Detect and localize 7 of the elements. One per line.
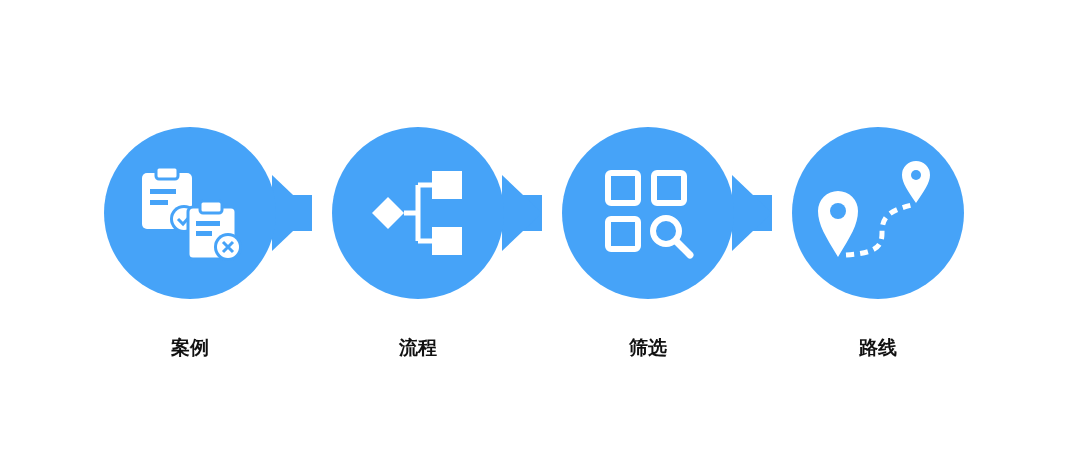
- arrow: [730, 175, 772, 251]
- step-label: 筛选: [629, 336, 667, 358]
- step-label: 案例: [171, 336, 209, 358]
- step-label: 路线: [859, 336, 897, 358]
- arrow: [500, 175, 542, 251]
- step-label: 流程: [399, 336, 437, 358]
- arrow: [272, 175, 312, 251]
